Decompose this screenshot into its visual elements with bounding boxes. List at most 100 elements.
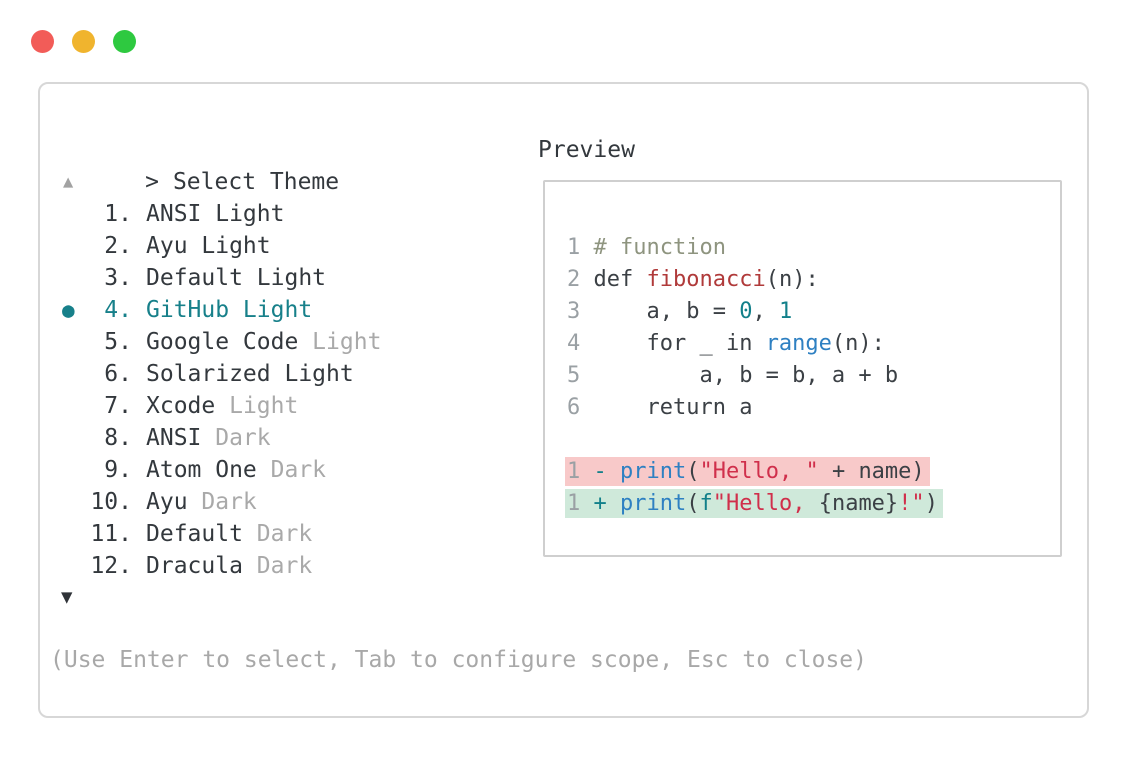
item-name: Atom One: [146, 457, 257, 483]
selected-bullet-icon: [62, 486, 90, 518]
code-token: print: [620, 491, 687, 516]
code-token: -: [593, 459, 620, 484]
item-variant: Dark: [187, 489, 257, 515]
code-line: 2 def fibonacci(n):: [567, 264, 943, 296]
code-token: return a: [593, 395, 753, 420]
code-token: !": [898, 491, 925, 516]
line-number: 4: [567, 331, 594, 356]
item-number: 3.: [104, 265, 132, 291]
code-token: 1: [778, 299, 793, 324]
code-token: (: [686, 459, 700, 484]
code-token: ,: [752, 299, 779, 324]
item-number: 1.: [104, 201, 132, 227]
line-number: 1: [567, 235, 594, 260]
item-number: 2.: [104, 233, 132, 259]
line-number: 1: [567, 459, 594, 484]
code-token: def: [593, 267, 647, 292]
code-line: 5 a, b = b, a + b: [567, 360, 943, 392]
item-variant: Dark: [242, 521, 313, 547]
item-variant: Dark: [242, 553, 313, 579]
code-token: (n):: [765, 267, 819, 292]
maximize-button[interactable]: [113, 30, 136, 53]
theme-list-item[interactable]: 2. Ayu Light: [62, 230, 522, 262]
code-token: # function: [593, 235, 726, 260]
code-token: {name}: [818, 491, 899, 516]
line-number: 1: [567, 491, 594, 516]
selected-bullet-icon: [62, 230, 90, 262]
theme-list-item[interactable]: 8.ANSI Dark: [62, 422, 522, 454]
item-number: 6.: [104, 361, 132, 387]
selected-bullet-icon: [62, 326, 90, 358]
line-number: 5: [567, 363, 594, 388]
item-number: 11.: [90, 521, 132, 547]
scroll-down-icon[interactable]: ▼: [61, 586, 73, 608]
code-token: (: [686, 491, 700, 516]
code-token: "Hello,: [712, 491, 819, 516]
item-name: Ayu: [146, 489, 188, 515]
item-number: 4.: [104, 297, 132, 323]
code-line: 4 for _ in range(n):: [567, 328, 943, 360]
theme-list-item[interactable]: 10. Ayu Dark: [62, 486, 522, 518]
selected-bullet-icon: [62, 262, 90, 294]
item-name: Xcode: [146, 393, 216, 419]
item-number: 12.: [90, 553, 132, 579]
code-token: fibonacci: [646, 267, 766, 292]
item-number: 9.: [104, 457, 132, 483]
code-token: a, b = b, a + b: [593, 363, 899, 388]
item-name: Default: [146, 521, 243, 547]
selected-bullet-icon: [62, 390, 90, 422]
selected-bullet-icon: [62, 358, 90, 390]
code-token: + name): [818, 459, 925, 484]
close-button[interactable]: [31, 30, 54, 53]
selected-bullet-icon: [62, 198, 90, 230]
code-line: 1 # function: [567, 232, 943, 264]
code-token: "Hello, ": [699, 459, 819, 484]
theme-list-item[interactable]: 3. Default Light: [62, 262, 522, 294]
code-line: 1 + print(f"Hello, {name}!"): [565, 488, 943, 520]
item-variant: Dark: [256, 457, 327, 483]
code-token: +: [593, 491, 620, 516]
item-variant: Light: [215, 393, 299, 419]
code-token: f: [699, 491, 713, 516]
theme-list-item[interactable]: 6. Solarized Light: [62, 358, 522, 390]
item-name: Google Code: [146, 329, 299, 355]
prompt: >Select Theme: [62, 134, 339, 195]
theme-list-item[interactable]: ● 4. GitHub Light: [62, 294, 522, 326]
selected-bullet-icon: [62, 518, 90, 550]
line-number: 3: [567, 299, 594, 324]
minimize-button[interactable]: [72, 30, 95, 53]
item-name: ANSI: [146, 425, 202, 451]
theme-list-item[interactable]: 12.Dracula Dark: [62, 550, 522, 582]
selected-bullet-icon: ●: [62, 298, 75, 322]
diff-highlight: 1 - print("Hello, " + name): [565, 457, 930, 486]
item-name: GitHub Light: [146, 297, 313, 323]
code-token: a, b =: [593, 299, 740, 324]
item-name: Default Light: [146, 265, 327, 291]
code-line: 3 a, b = 0, 1: [567, 296, 943, 328]
theme-list-item[interactable]: 7.Xcode Light: [62, 390, 522, 422]
selected-bullet-icon: [62, 550, 90, 582]
footer-hint: (Use Enter to select, Tab to configure s…: [50, 647, 867, 673]
code-line: 6 return a: [567, 392, 943, 424]
code-token: ): [924, 491, 938, 516]
item-number: 10.: [90, 489, 132, 515]
code-token: for _ in: [593, 331, 766, 356]
theme-list-item[interactable]: 5.Google Code Light: [62, 326, 522, 358]
diff-highlight: 1 + print(f"Hello, {name}!"): [565, 489, 943, 518]
theme-list-item[interactable]: 9. Atom One Dark: [62, 454, 522, 486]
item-number: 5.: [104, 329, 132, 355]
item-number: 8.: [104, 425, 132, 451]
scroll-up-icon[interactable]: ▲: [63, 172, 74, 192]
theme-list-item[interactable]: 11. Default Dark: [62, 518, 522, 550]
item-name: Ayu Light: [146, 233, 271, 259]
theme-list-item[interactable]: 1.ANSI Light: [62, 198, 522, 230]
preview-title: Preview: [538, 137, 635, 163]
line-number: 6: [567, 395, 594, 420]
item-name: Solarized Light: [146, 361, 354, 387]
line-number: 2: [567, 267, 594, 292]
prompt-title: Select Theme: [172, 169, 340, 195]
